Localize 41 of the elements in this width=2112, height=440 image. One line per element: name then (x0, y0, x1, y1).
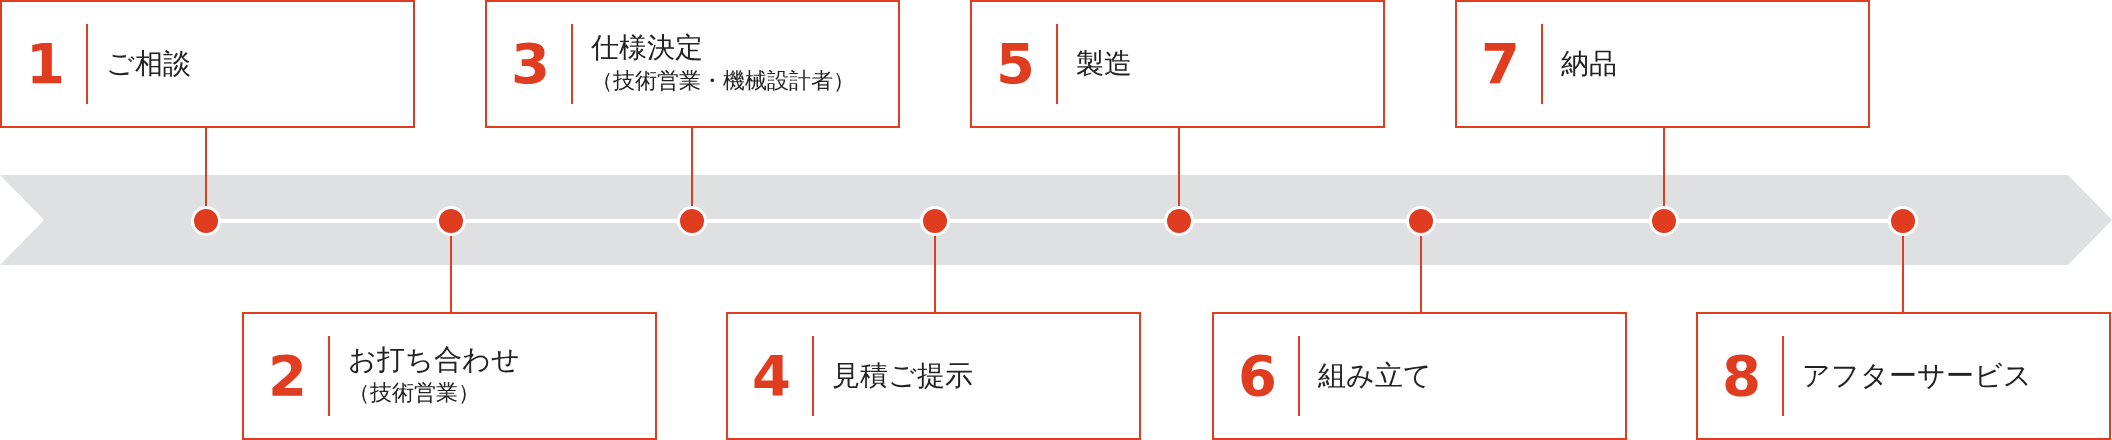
step-title: 納品 (1561, 45, 1617, 82)
timeline-line (466, 219, 677, 223)
step-number: 4 (752, 348, 791, 404)
step-box (1455, 0, 1870, 128)
step-box (726, 312, 1141, 440)
step-box (1696, 312, 2111, 440)
leader-line (1178, 127, 1180, 207)
step-title: 製造 (1076, 45, 1132, 82)
step-title: お打ち合わせ (348, 342, 520, 379)
step-title: アフターサービス (1802, 357, 2032, 394)
timeline-line (1194, 219, 1406, 223)
step-number: 3 (511, 36, 550, 92)
timeline-line (1436, 219, 1649, 223)
step-note: （技術営業・機械設計者） (591, 67, 855, 96)
leader-line (1663, 127, 1665, 207)
step-box (1212, 312, 1627, 440)
leader-line (1420, 235, 1422, 313)
step-number: 1 (26, 36, 65, 92)
timeline-line (707, 219, 920, 223)
step-box (242, 312, 657, 440)
leader-line (205, 127, 207, 207)
step-title: 組み立て (1318, 357, 1432, 394)
timeline-line (1679, 219, 1888, 223)
step-title: 見積ご提示 (832, 357, 973, 394)
step-number: 7 (1481, 36, 1520, 92)
step-box (0, 0, 415, 128)
step-number: 6 (1238, 348, 1277, 404)
leader-line (450, 235, 452, 313)
leader-line (1902, 235, 1904, 313)
timeline-line (950, 219, 1164, 223)
timeline-line (221, 219, 436, 223)
step-title: 仕様決定 (591, 30, 704, 67)
step-number: 8 (1722, 348, 1761, 404)
leader-line (691, 127, 693, 207)
leader-line (934, 235, 936, 313)
step-title: ご相談 (106, 45, 191, 82)
step-number: 5 (996, 36, 1035, 92)
step-number: 2 (268, 348, 307, 404)
step-note: （技術営業） (348, 379, 481, 408)
step-box (485, 0, 900, 128)
step-box (970, 0, 1385, 128)
